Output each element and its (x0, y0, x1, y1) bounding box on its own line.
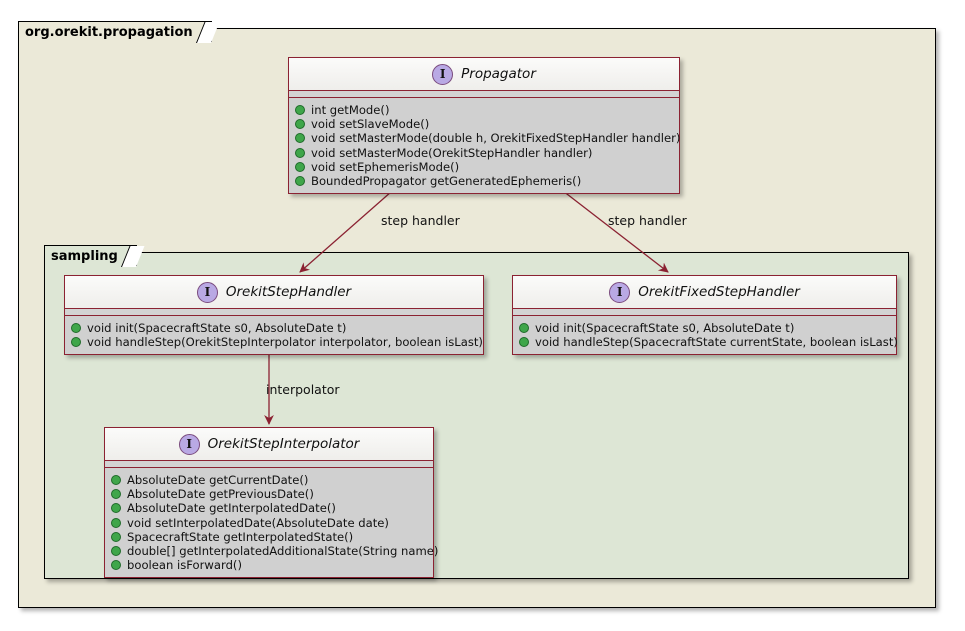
method-row: int getMode() (289, 103, 679, 117)
class-attributes-compartment (65, 309, 483, 316)
edge-label-step-handler-left: step handler (381, 213, 460, 228)
method-signature: boolean isForward() (127, 558, 242, 573)
method-signature: SpacecraftState getInterpolatedState() (127, 529, 354, 544)
method-row: void setInterpolatedDate(AbsoluteDate da… (105, 516, 433, 530)
public-visibility-icon (295, 133, 305, 144)
public-visibility-icon (111, 503, 121, 514)
method-signature: int getMode() (311, 103, 390, 118)
public-visibility-icon (111, 531, 121, 542)
method-signature: AbsoluteDate getPreviousDate() (127, 487, 314, 502)
method-row: AbsoluteDate getInterpolatedDate() (105, 501, 433, 515)
public-visibility-icon (295, 119, 305, 130)
interface-icon: I (432, 63, 454, 85)
method-row: AbsoluteDate getPreviousDate() (105, 487, 433, 501)
class-methods-compartment: void init(SpacecraftState s0, AbsoluteDa… (65, 316, 483, 355)
method-row: void setEphemerisMode() (289, 160, 679, 174)
public-visibility-icon (111, 475, 121, 486)
interface-icon: I (196, 281, 218, 303)
interface-icon: I (178, 433, 200, 455)
method-row: AbsoluteDate getCurrentDate() (105, 473, 433, 487)
class-header: I OrekitStepHandler (65, 276, 483, 309)
class-methods-compartment: AbsoluteDate getCurrentDate() AbsoluteDa… (105, 468, 438, 578)
method-signature: void setMasterMode(OrekitStepHandler han… (311, 145, 593, 160)
class-methods-compartment: int getMode() void setSlaveMode() void s… (289, 98, 681, 194)
public-visibility-icon (295, 176, 305, 187)
class-header: I OrekitStepInterpolator (105, 428, 433, 461)
class-methods-compartment: void init(SpacecraftState s0, AbsoluteDa… (513, 316, 898, 355)
package-label-sampling: sampling (44, 245, 145, 267)
method-signature: void setInterpolatedDate(AbsoluteDate da… (127, 515, 389, 530)
method-signature: void handleStep(SpacecraftState currentS… (535, 335, 898, 350)
method-row: SpacecraftState getInterpolatedState() (105, 530, 433, 544)
public-visibility-icon (295, 147, 305, 158)
method-signature: void setMasterMode(double h, OrekitFixed… (311, 131, 681, 146)
class-name: OrekitStepInterpolator (207, 436, 360, 452)
class-box-orekitstephandler[interactable]: I OrekitStepHandler void init(Spacecraft… (64, 275, 484, 356)
package-name-text: org.orekit.propagation (25, 24, 193, 40)
method-row: boolean isForward() (105, 558, 433, 572)
public-visibility-icon (71, 337, 81, 348)
method-signature: void init(SpacecraftState s0, AbsoluteDa… (535, 321, 795, 336)
class-box-orekitstepinterpolator[interactable]: I OrekitStepInterpolator AbsoluteDate ge… (104, 427, 438, 579)
method-signature: void setEphemerisMode() (311, 159, 460, 174)
public-visibility-icon (295, 105, 305, 116)
method-row: void handleStep(OrekitStepInterpolator i… (65, 335, 483, 349)
method-row: BoundedPropagator getGeneratedEphemeris(… (289, 174, 679, 188)
public-visibility-icon (111, 546, 121, 557)
class-header: I OrekitFixedStepHandler (513, 276, 896, 309)
method-signature: void init(SpacecraftState s0, AbsoluteDa… (87, 321, 347, 336)
method-signature: void setSlaveMode() (311, 117, 430, 132)
class-attributes-compartment (513, 309, 896, 316)
public-visibility-icon (71, 323, 81, 334)
method-signature: AbsoluteDate getInterpolatedDate() (127, 501, 336, 516)
class-attributes-compartment (289, 91, 679, 98)
method-row: void setMasterMode(double h, OrekitFixed… (289, 131, 681, 146)
class-attributes-compartment (105, 461, 433, 468)
class-box-orekitfixedstephandler[interactable]: I OrekitFixedStepHandler void init(Space… (512, 275, 898, 356)
method-signature: AbsoluteDate getCurrentDate() (127, 473, 309, 488)
method-signature: double[] getInterpolatedAdditionalState(… (127, 544, 439, 559)
public-visibility-icon (519, 337, 529, 348)
public-visibility-icon (111, 560, 121, 571)
edge-label-interpolator: interpolator (266, 382, 340, 397)
public-visibility-icon (295, 161, 305, 172)
method-signature: BoundedPropagator getGeneratedEphemeris(… (311, 174, 582, 189)
interface-icon: I (609, 281, 631, 303)
public-visibility-icon (111, 489, 121, 500)
class-name: OrekitStepHandler (225, 284, 352, 300)
edge-label-step-handler-right: step handler (608, 213, 687, 228)
method-signature: void handleStep(OrekitStepInterpolator i… (87, 335, 483, 350)
public-visibility-icon (519, 323, 529, 334)
class-name: Propagator (461, 66, 536, 82)
package-name-text: sampling (51, 248, 118, 264)
method-row: void init(SpacecraftState s0, AbsoluteDa… (65, 321, 483, 335)
class-header: I Propagator (289, 58, 679, 91)
method-row: void handleStep(SpacecraftState currentS… (513, 335, 898, 350)
method-row: void setMasterMode(OrekitStepHandler han… (289, 146, 679, 160)
class-box-propagator[interactable]: I Propagator int getMode() void setSlave… (288, 57, 681, 195)
package-label-org-orekit-propagation: org.orekit.propagation (18, 21, 220, 43)
public-visibility-icon (111, 517, 121, 528)
class-name: OrekitFixedStepHandler (638, 284, 800, 300)
method-row: void init(SpacecraftState s0, AbsoluteDa… (513, 321, 896, 335)
method-row: double[] getInterpolatedAdditionalState(… (105, 544, 438, 558)
method-row: void setSlaveMode() (289, 117, 679, 131)
